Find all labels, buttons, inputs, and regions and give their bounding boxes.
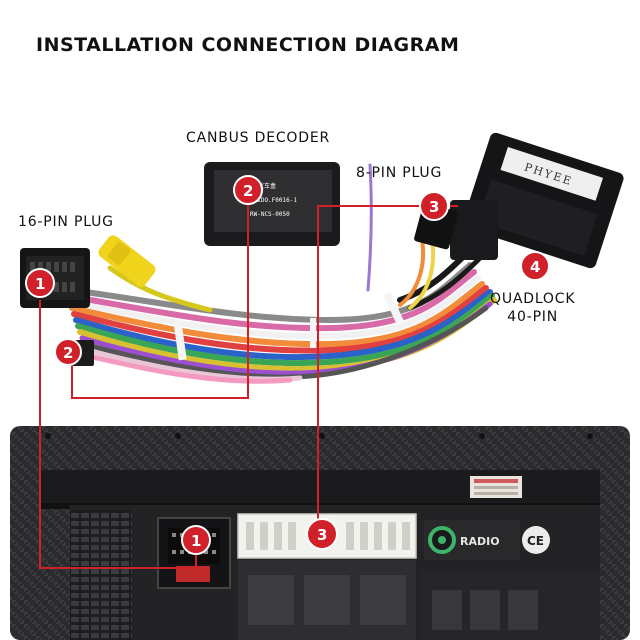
rca-yellow-plug	[98, 235, 156, 287]
radio-label: RADIO	[460, 535, 500, 548]
marker-1-bottom-number: 1	[191, 532, 201, 550]
label-canbus-decoder: CANBUS DECODER	[186, 130, 330, 146]
decoder-sticker-line1: 协议车盒	[252, 182, 276, 190]
page-title: INSTALLATION CONNECTION DIAGRAM	[36, 34, 460, 56]
decoder-sticker-line2: RAIDO.F0016-1	[250, 197, 297, 204]
radio-antenna-socket: RADIO	[424, 520, 520, 560]
quadlock-connector: PHYEE	[450, 132, 624, 269]
label-8pin-plug: 8-PIN PLUG	[356, 165, 443, 181]
marker-2-left: 2	[54, 338, 82, 366]
marker-3-unit: 3	[306, 518, 338, 550]
marker-3-plug-number: 3	[429, 198, 439, 216]
marker-2-decoder: 2	[233, 175, 263, 205]
marker-3-plug: 3	[419, 191, 449, 221]
marker-2-left-number: 2	[63, 344, 73, 362]
ce-mark: CE	[527, 534, 544, 548]
marker-1-top: 1	[25, 268, 55, 298]
wire-bundle	[65, 163, 497, 384]
label-quadlock-line1: QUADLOCK	[490, 291, 576, 307]
connection-lines	[39, 200, 458, 569]
marker-2-decoder-number: 2	[243, 182, 253, 200]
ce-mark-badge: CE	[522, 526, 550, 554]
marker-1-top-number: 1	[35, 275, 45, 293]
marker-1-bottom: 1	[181, 525, 211, 555]
label-quadlock: QUADLOCK 40-PIN	[490, 290, 575, 326]
canbus-decoder-box: 协议车盒 RAIDO.F0016-1 RW-NCS-0050	[204, 162, 340, 246]
marker-4-number: 4	[530, 258, 540, 276]
marker-3-unit-number: 3	[317, 526, 327, 544]
label-16pin-plug: 16-PIN PLUG	[18, 214, 114, 230]
decoder-sticker-line3: RW-NCS-0050	[250, 211, 290, 218]
label-quadlock-line2: 40-PIN	[507, 309, 559, 325]
marker-4: 4	[520, 251, 550, 281]
